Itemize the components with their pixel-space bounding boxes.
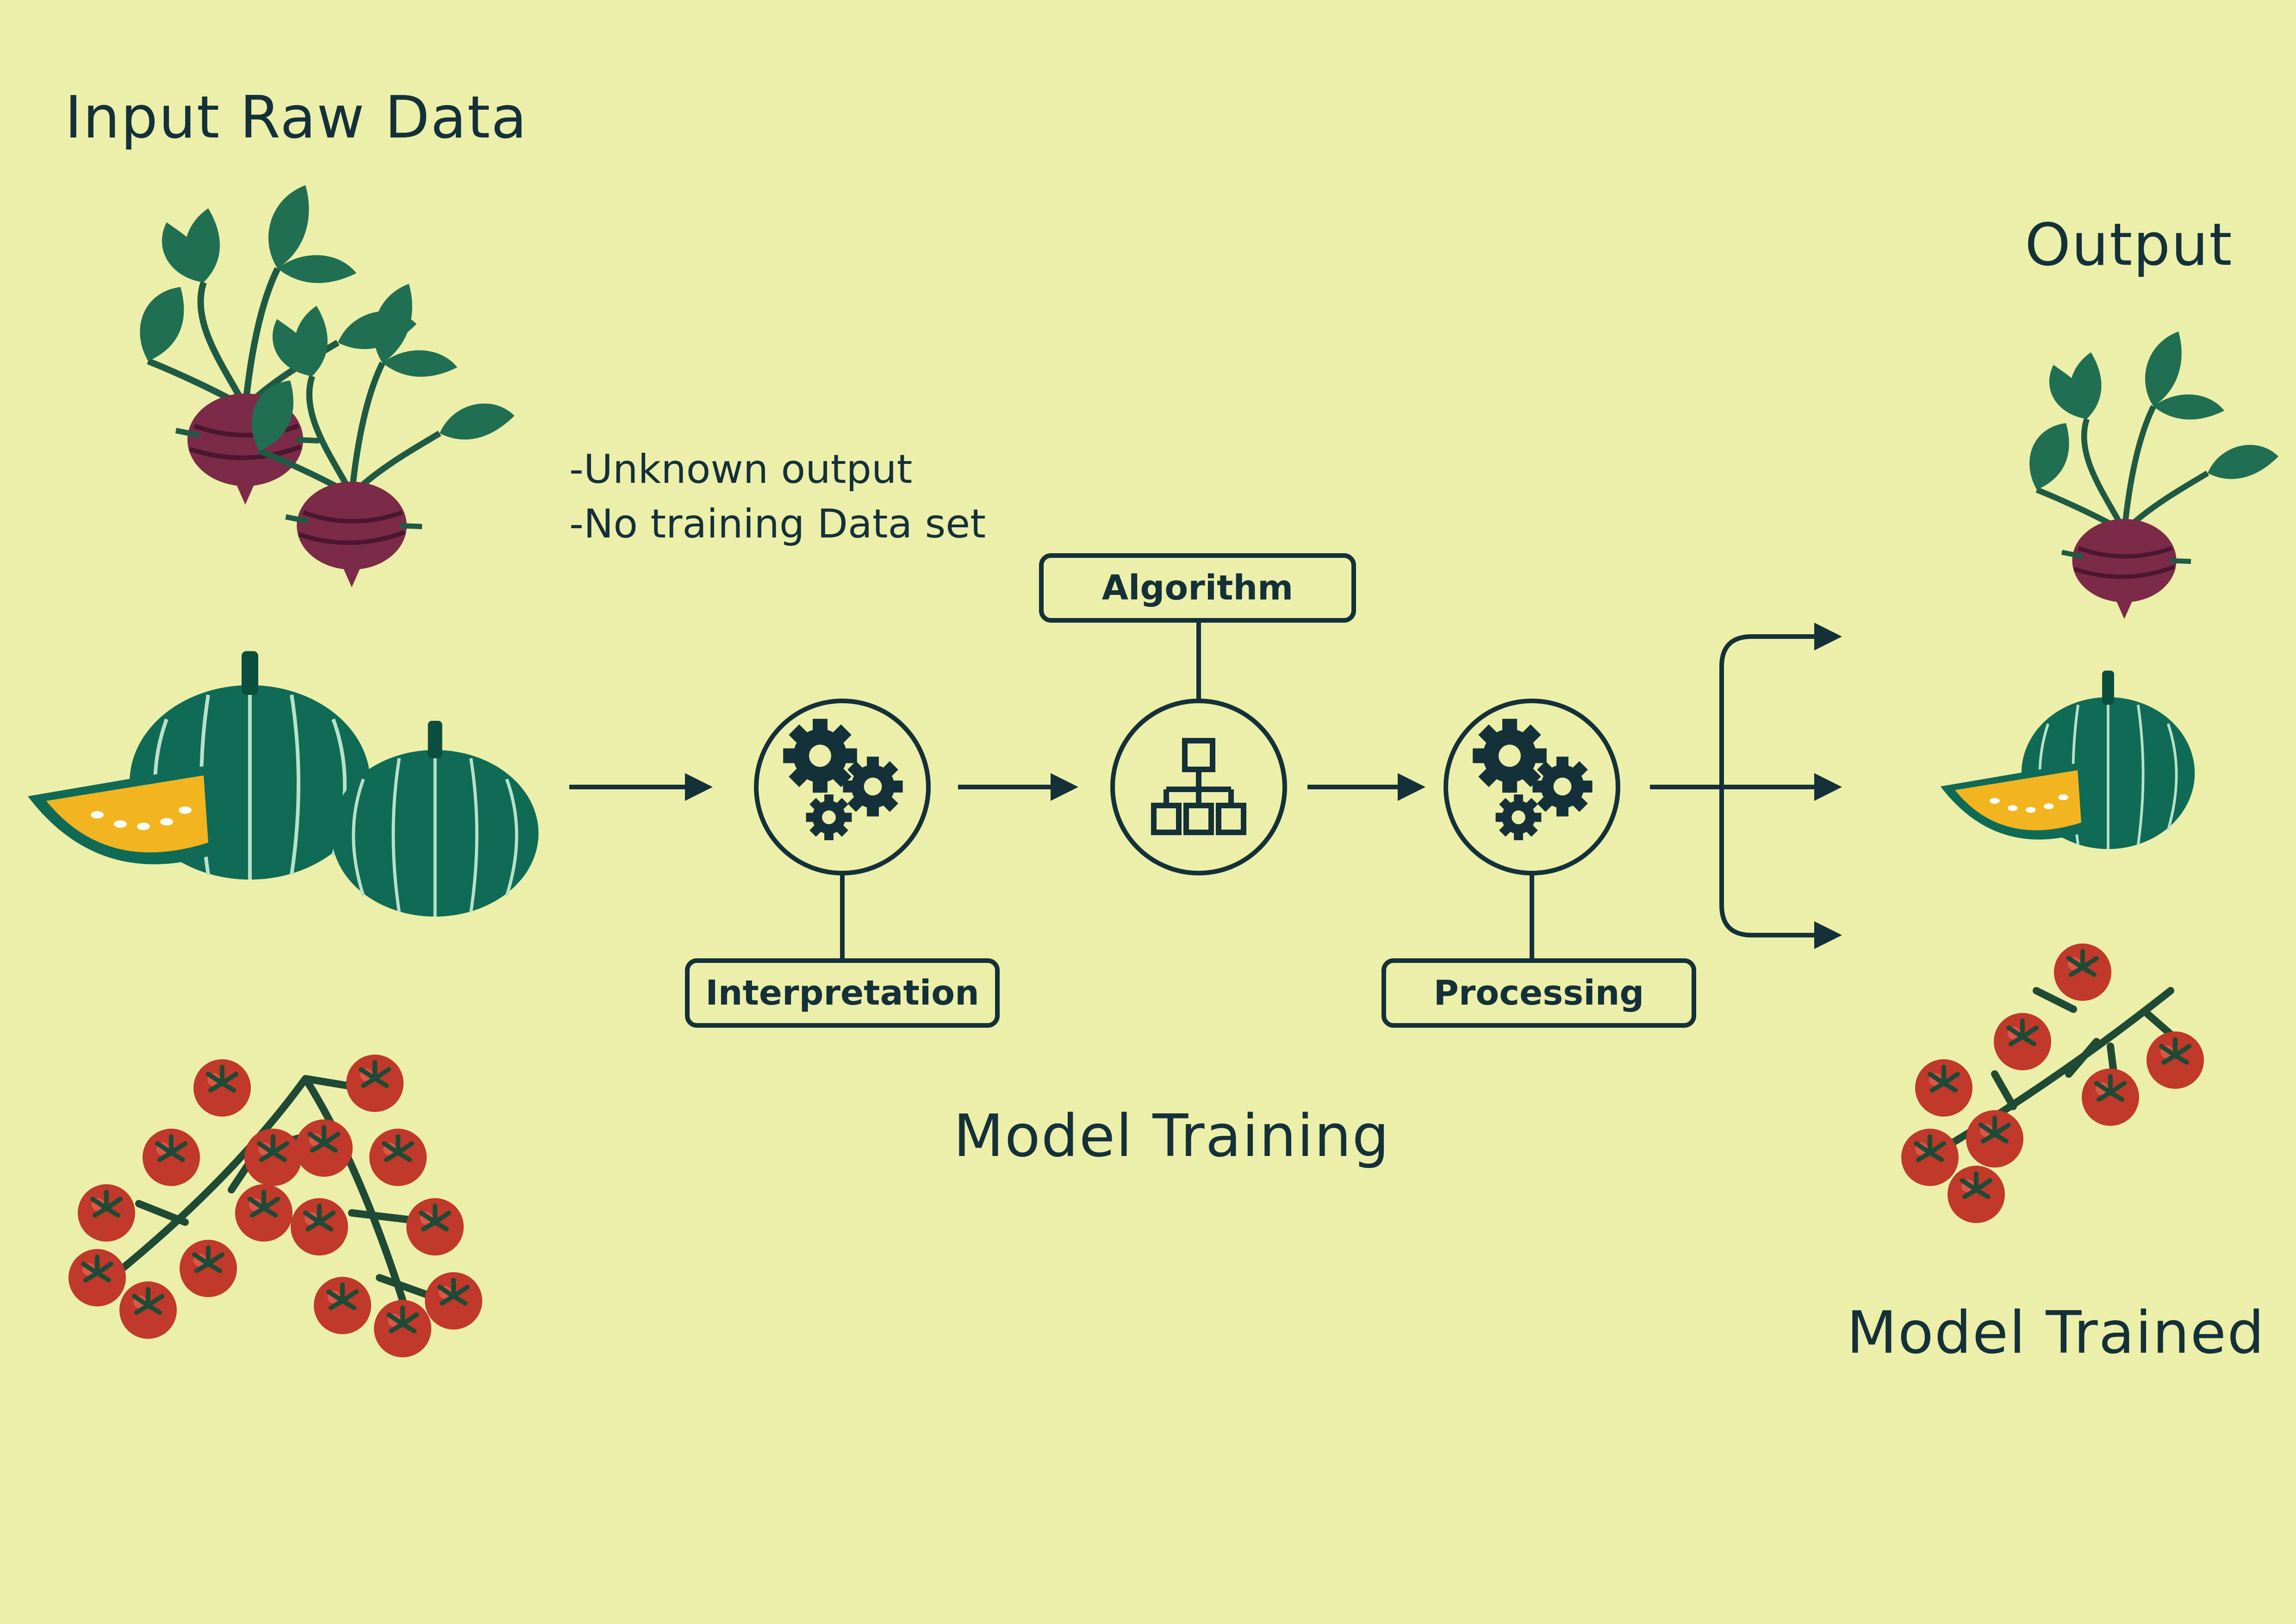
flow-connectors [569,623,1842,958]
notes-list: -Unknown output -No training Data set [569,442,986,551]
arrow-processing-to-output-bottom [1719,787,1842,949]
input-beet-illustration [140,185,514,587]
gears-icon [783,719,902,840]
gears-icon [1473,719,1592,840]
processing-label: Processing [1381,958,1696,1028]
input-pumpkin-illustration [28,651,539,917]
input-tomato-illustration [68,1055,482,1357]
output-tomato-illustration [1901,943,2204,1223]
note-item: -Unknown output [569,446,913,493]
interpretation-node [754,699,931,875]
arrow-processing-to-output-top [1719,623,1842,787]
interpretation-label: Interpretation [685,958,1000,1028]
note-item: -No training Data set [569,501,986,547]
output-title: Output [2025,211,2233,279]
model-trained-caption: Model Trained [1847,1299,2265,1367]
output-beet-illustration [2029,331,2278,619]
model-training-caption: Model Training [953,1102,1390,1170]
algorithm-label: Algorithm [1039,553,1356,623]
hierarchy-icon [1151,738,1246,835]
algorithm-node [1110,699,1287,875]
processing-node [1444,699,1620,875]
output-pumpkin-illustration [1940,671,2195,849]
input-raw-data-title: Input Raw Data [65,83,528,151]
